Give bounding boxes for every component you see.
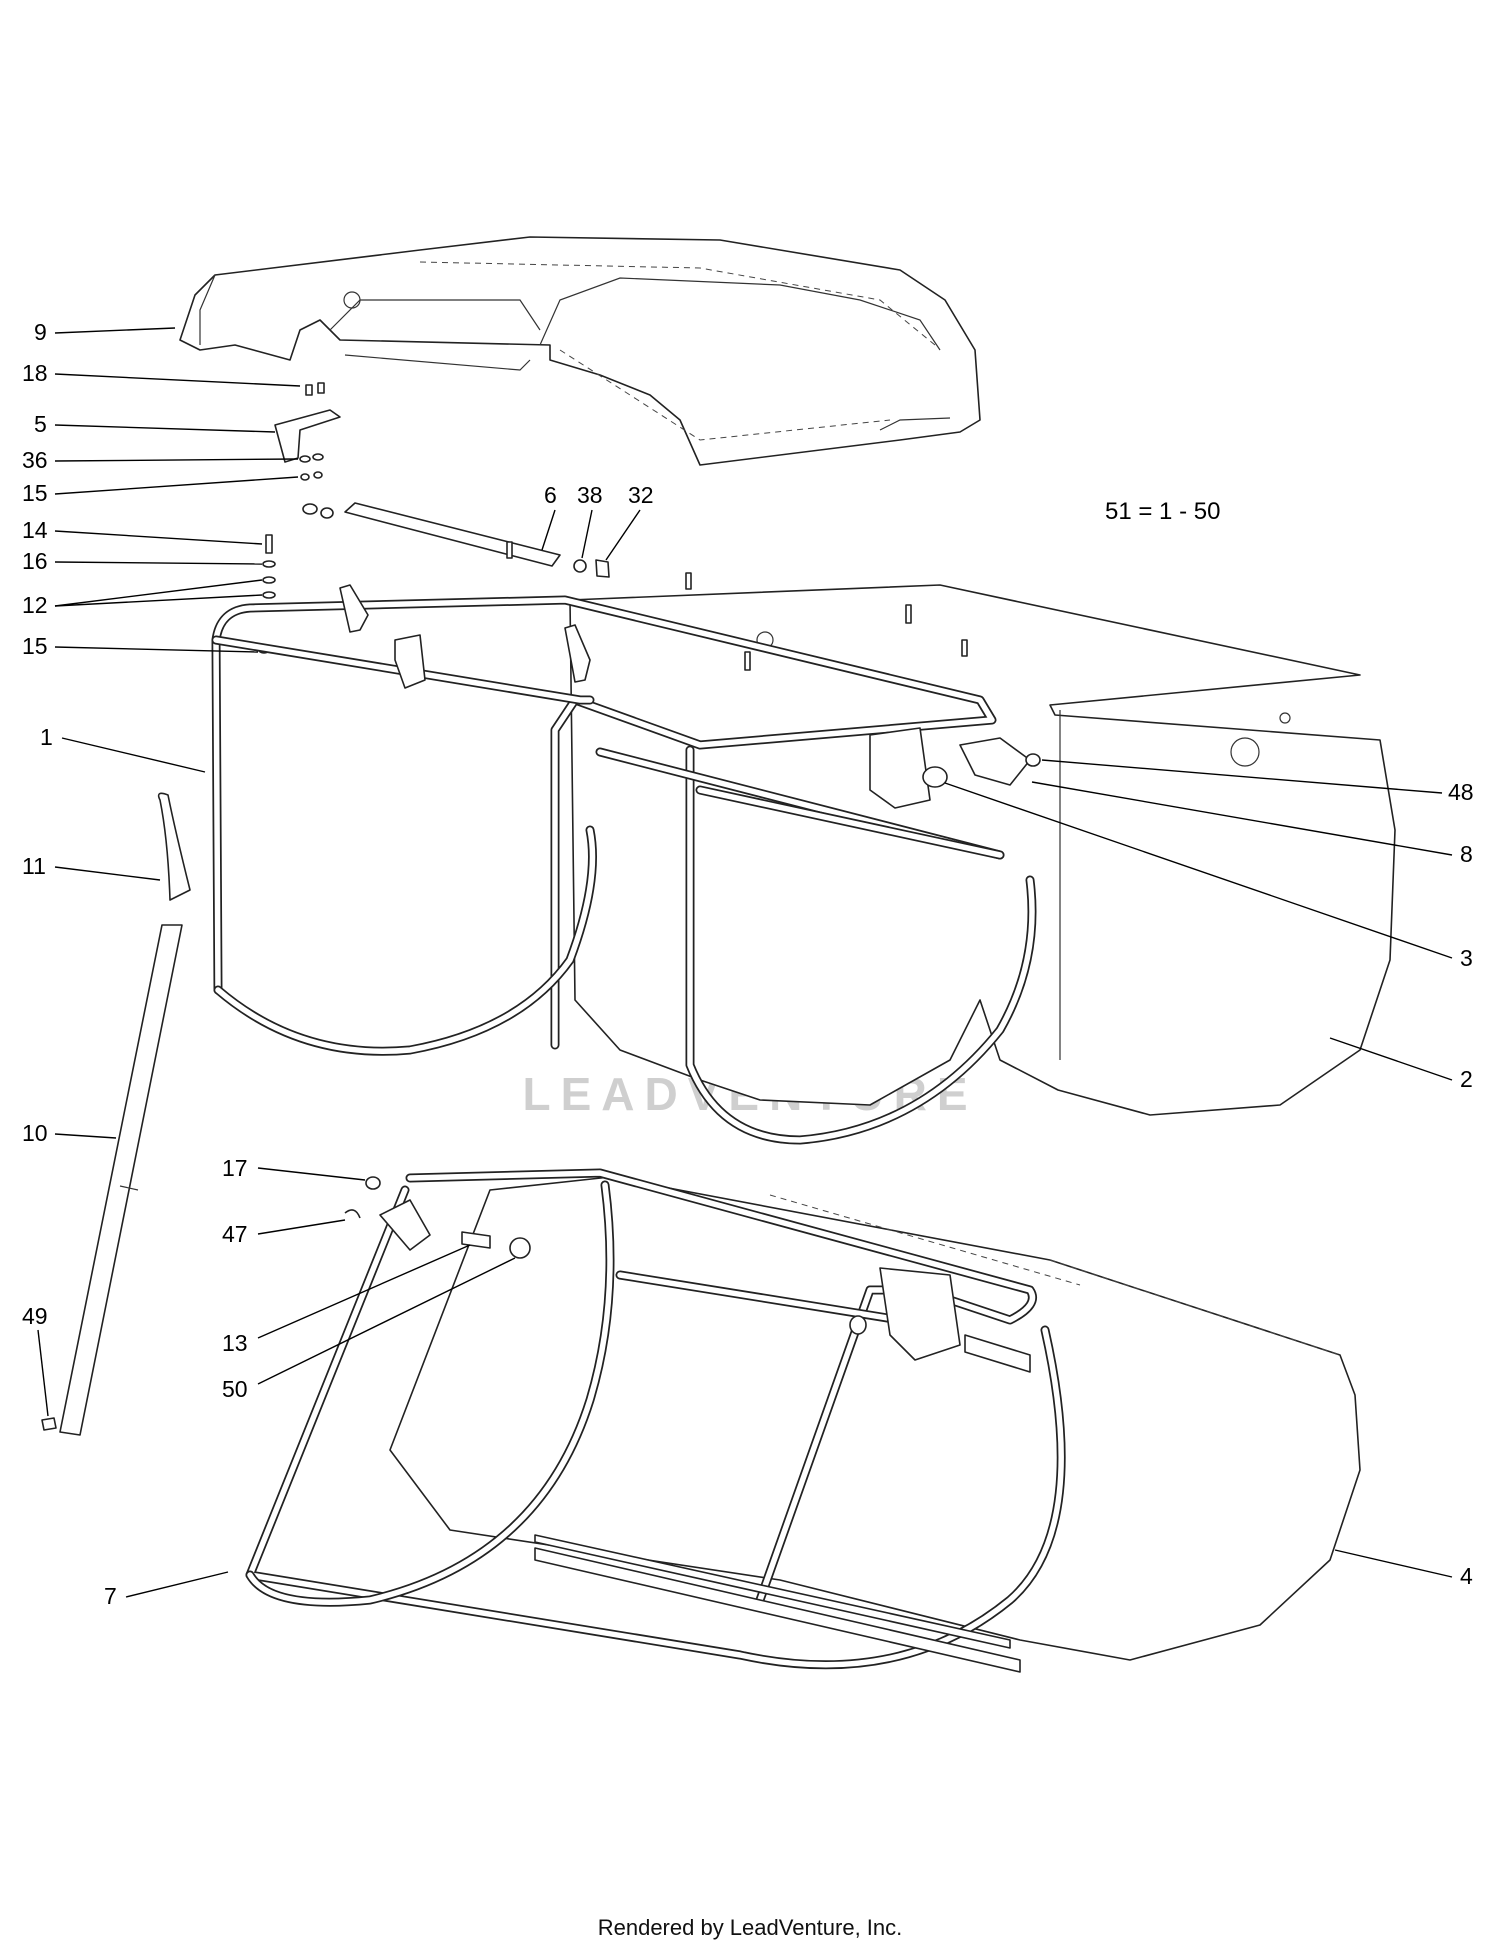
callout-16: 16 xyxy=(22,548,48,574)
callout-13: 13 xyxy=(222,1330,248,1356)
hardware-stack xyxy=(258,382,341,654)
callout-4: 4 xyxy=(1460,1563,1473,1589)
callout-48: 48 xyxy=(1448,779,1474,805)
callout-11: 11 xyxy=(22,853,46,879)
footer-credit: Rendered by LeadVenture, Inc. xyxy=(597,1915,903,1940)
callout-32: 32 xyxy=(628,482,654,508)
callout-17: 17 xyxy=(222,1155,248,1181)
callout-1: 1 xyxy=(40,724,53,750)
callout-12: 12 xyxy=(22,592,48,618)
pivot-rod xyxy=(302,502,610,578)
callout-36: 36 xyxy=(22,447,48,473)
callout-2: 2 xyxy=(1460,1066,1473,1092)
callout-47: 47 xyxy=(222,1221,248,1247)
kit-equation: 51 = 1 - 50 xyxy=(1105,498,1220,525)
callout-15b: 15 xyxy=(22,633,48,659)
callout-5: 5 xyxy=(34,411,47,437)
upper-bag-assembly xyxy=(211,541,1396,1145)
callout-38: 38 xyxy=(577,482,603,508)
callout-49: 49 xyxy=(22,1303,48,1329)
callout-18: 18 xyxy=(22,360,48,386)
handle-rod xyxy=(41,792,191,1436)
callout-labels: 9 18 5 36 15 14 16 12 15 1 11 10 49 6 38… xyxy=(22,319,1474,1609)
callout-8: 8 xyxy=(1460,841,1473,867)
callout-3: 3 xyxy=(1460,945,1473,971)
callout-15: 15 xyxy=(22,480,48,506)
callout-9: 9 xyxy=(34,319,47,345)
callout-14: 14 xyxy=(22,517,48,543)
top-cover xyxy=(179,236,981,466)
callout-10: 10 xyxy=(22,1120,48,1146)
callout-7: 7 xyxy=(104,1583,117,1609)
lower-bag-assembly xyxy=(245,1168,1361,1673)
callout-50: 50 xyxy=(222,1376,248,1402)
callout-6: 6 xyxy=(544,482,557,508)
